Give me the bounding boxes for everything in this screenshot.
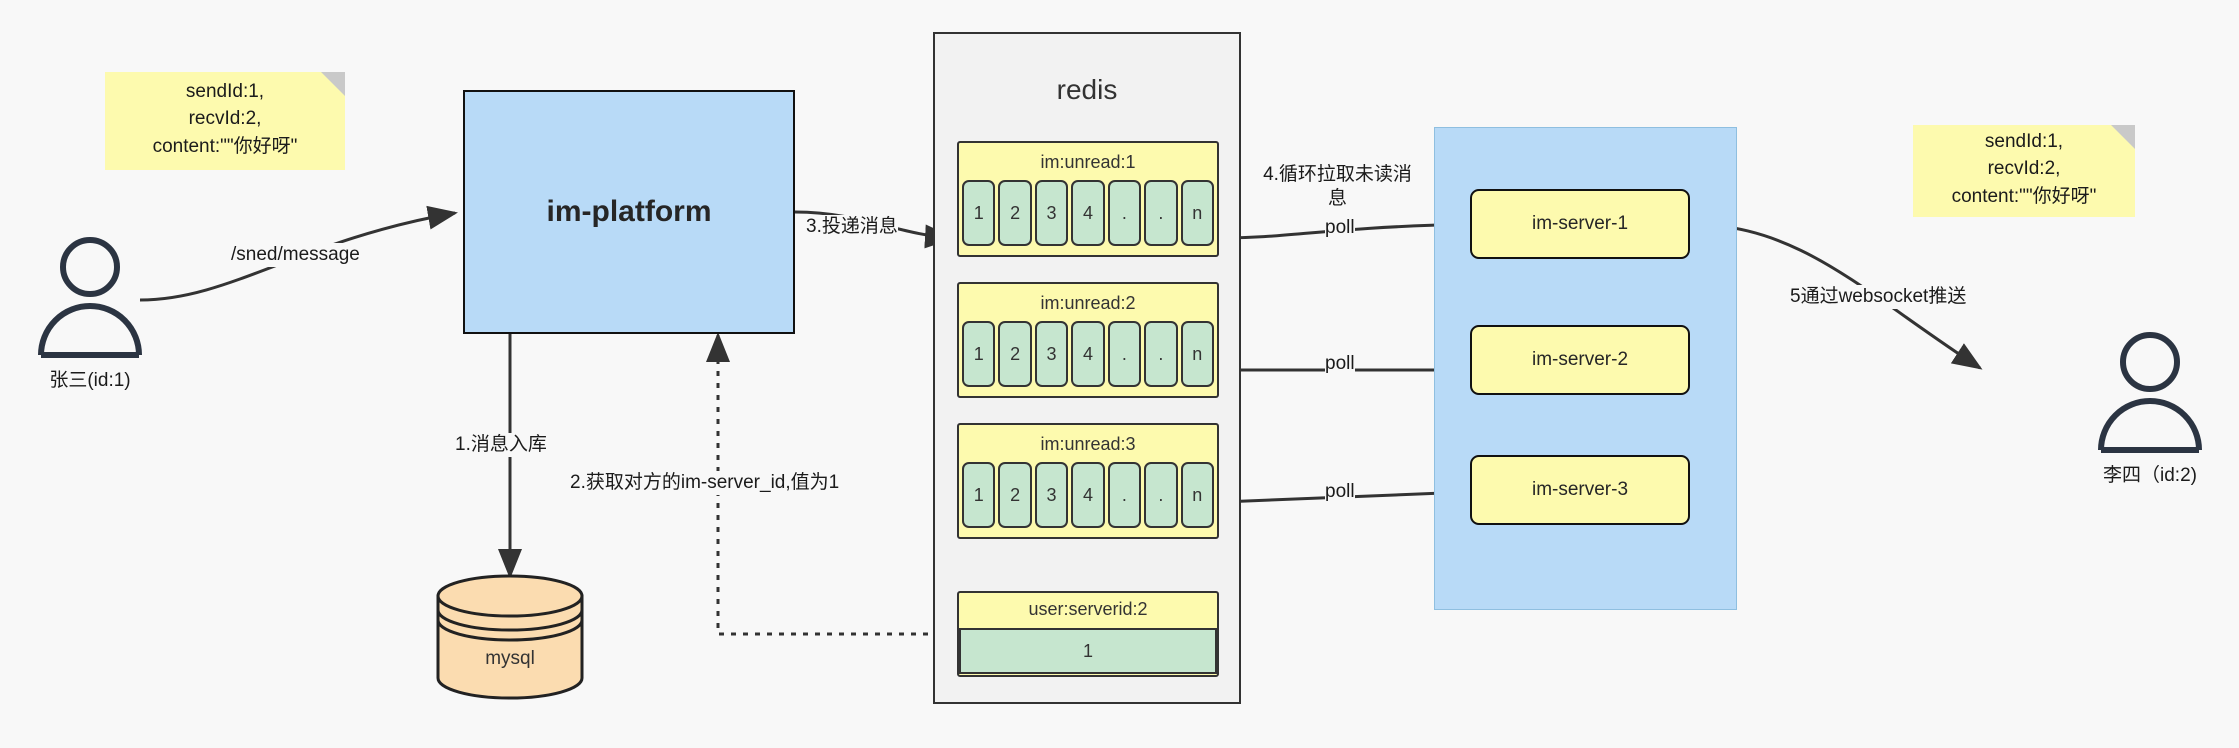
- redis-cell: .: [1144, 180, 1178, 246]
- user-icon: [38, 237, 142, 358]
- redis-cell: 4: [1071, 321, 1105, 387]
- redis-cells-3: 1 2 3 4 . . n: [962, 462, 1214, 528]
- redis-cell: .: [1144, 462, 1178, 528]
- redis-key-block-3[interactable]: im:unread:3 1 2 3 4 . . n: [957, 423, 1219, 539]
- redis-cell: 1: [962, 462, 996, 528]
- node-im-server-3-label: im-server-3: [1531, 479, 1629, 500]
- note-left-text: sendId:1, recvId:2, content:""你好呀": [152, 80, 298, 157]
- actor-sender: 张三(id:1): [25, 235, 155, 395]
- redis-cell: 1: [962, 321, 996, 387]
- actor-sender-label: 张三(id:1): [49, 370, 131, 391]
- redis-cell: .: [1144, 321, 1178, 387]
- redis-cell: .: [1107, 321, 1142, 387]
- edge-label-step2: 2.获取对方的im-server_id,值为1: [570, 471, 840, 495]
- redis-key-block-serverid[interactable]: user:serverid:2 1: [957, 591, 1219, 677]
- node-im-server-2[interactable]: im-server-2: [1470, 325, 1690, 395]
- edge-label-poll-2: poll: [1325, 352, 1355, 376]
- note-right: sendId:1, recvId:2, content:""你好呀": [1913, 125, 2135, 217]
- redis-cells-1: 1 2 3 4 . . n: [962, 180, 1214, 246]
- node-mysql[interactable]: mysql: [430, 570, 590, 705]
- redis-cell: .: [1107, 462, 1142, 528]
- edge-label-poll-3: poll: [1325, 480, 1355, 504]
- actor-receiver: 李四（id:2): [2085, 330, 2215, 490]
- edge-label-step3: 3.投递消息: [806, 215, 898, 239]
- redis-key-title-3: im:unread:3: [1040, 434, 1136, 454]
- redis-cells-2: 1 2 3 4 . . n: [962, 321, 1214, 387]
- edge-label-step4: 4.循环拉取未读消息: [1255, 163, 1420, 211]
- node-im-server-1-label: im-server-1: [1531, 213, 1629, 234]
- node-im-server-2-label: im-server-2: [1531, 349, 1629, 370]
- redis-cell: 4: [1071, 462, 1105, 528]
- redis-cell: .: [1107, 180, 1142, 246]
- redis-key-title-2: im:unread:2: [1040, 293, 1136, 313]
- edge-label-poll-1: poll: [1325, 216, 1355, 240]
- redis-key-block-1[interactable]: im:unread:1 1 2 3 4 . . n: [957, 141, 1219, 257]
- node-im-server-1[interactable]: im-server-1: [1470, 189, 1690, 259]
- redis-cell: 3: [1034, 180, 1069, 246]
- redis-key-block-2[interactable]: im:unread:2 1 2 3 4 . . n: [957, 282, 1219, 398]
- node-im-platform-label: im-platform: [546, 195, 712, 228]
- user-icon: [2098, 332, 2202, 453]
- redis-cell: n: [1180, 462, 1214, 528]
- redis-cell: 2: [998, 180, 1032, 246]
- redis-cell: n: [1180, 321, 1214, 387]
- redis-cell: 1: [962, 180, 996, 246]
- actor-receiver-label: 李四（id:2): [2103, 465, 2197, 486]
- redis-key-title-serverid: user:serverid:2: [1028, 599, 1148, 619]
- redis-cell: 2: [998, 321, 1032, 387]
- database-cylinder-icon: [436, 574, 584, 700]
- edge-label-step1: 1.消息入库: [455, 433, 547, 457]
- edge-label-step5: 5通过websocket推送: [1790, 285, 1967, 309]
- redis-cell: 4: [1071, 180, 1105, 246]
- edge-label-send-message: /sned/message: [231, 243, 360, 267]
- note-fold-corner-icon: [321, 72, 345, 96]
- node-im-platform[interactable]: im-platform: [463, 90, 795, 334]
- redis-cell: 3: [1034, 321, 1069, 387]
- note-left: sendId:1, recvId:2, content:""你好呀": [105, 72, 345, 170]
- redis-value-serverid: 1: [959, 628, 1217, 674]
- redis-cell: 2: [998, 462, 1032, 528]
- node-mysql-label: mysql: [485, 648, 535, 669]
- node-im-server-3[interactable]: im-server-3: [1470, 455, 1690, 525]
- redis-key-title-1: im:unread:1: [1040, 152, 1136, 172]
- redis-cell: n: [1180, 180, 1214, 246]
- note-right-text: sendId:1, recvId:2, content:""你好呀": [1951, 130, 2097, 207]
- redis-cell: 3: [1034, 462, 1069, 528]
- node-redis-title: redis: [1056, 74, 1118, 105]
- note-fold-corner-icon: [2111, 125, 2135, 149]
